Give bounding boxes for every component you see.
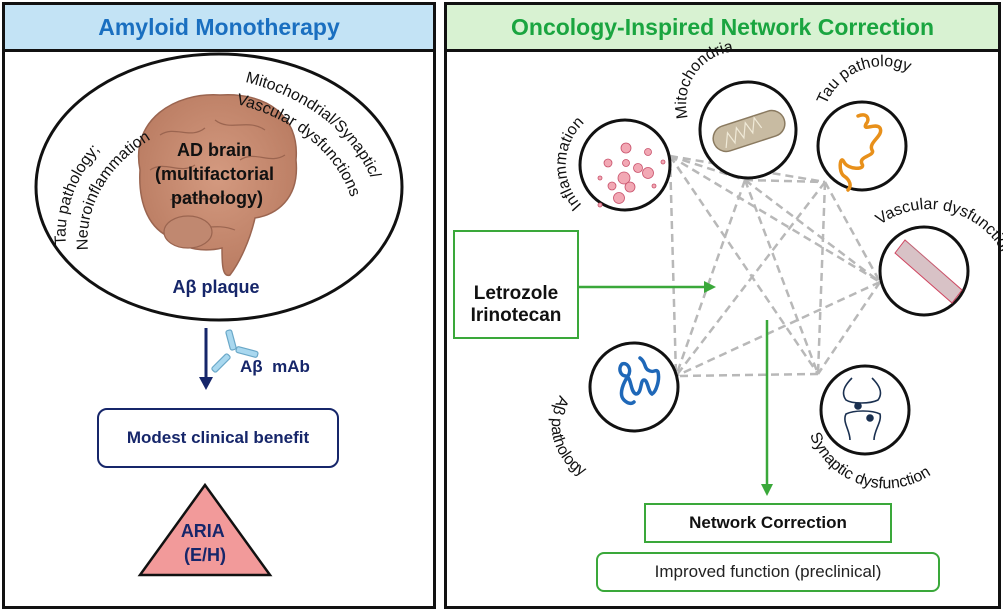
aria-triangle	[137, 482, 273, 577]
node-abeta	[588, 341, 680, 433]
network-edge	[669, 154, 881, 284]
abeta-plaque-label: Aβ plaque	[173, 277, 260, 297]
network-edge	[744, 178, 826, 184]
brain-label: AD brain (multifactorial pathology)	[155, 140, 279, 208]
synapse-icon	[842, 377, 882, 441]
abeta-protein-icon	[618, 356, 661, 406]
network-edge	[816, 281, 882, 375]
label-tau: Tau pathology	[814, 53, 913, 107]
down-arrow	[199, 328, 213, 390]
drug-to-network-arrow	[579, 281, 716, 293]
network-edge	[675, 280, 881, 378]
network-edge	[674, 179, 747, 377]
drug-box: Letrozole Irinotecan	[453, 230, 579, 339]
network-edge	[744, 179, 881, 283]
antibody-label: Aβ mAb	[240, 357, 310, 376]
node-inflammation	[578, 118, 672, 212]
mitochondria-icon	[712, 109, 786, 153]
network-to-correction-arrow	[761, 320, 773, 496]
improved-function-box: Improved function (preclinical)	[596, 552, 940, 592]
node-vascular	[878, 225, 970, 317]
aria-label: ARIA (E/H)	[181, 521, 229, 565]
network-edge	[816, 181, 827, 375]
network-edge	[823, 181, 882, 283]
tau-protein-icon	[838, 113, 883, 192]
pathology-ellipse	[34, 52, 404, 322]
drug-name-irinotecan: Irinotecan	[470, 305, 562, 326]
node-mitochondria	[698, 80, 798, 180]
network-edge	[675, 181, 826, 377]
label-abeta: Aβ pathology	[548, 393, 589, 480]
network-edge	[675, 372, 819, 378]
antibody-icon	[211, 329, 259, 373]
panel-title-network-correction: Oncology-Inspired Network Correction	[447, 5, 998, 52]
network-edge	[668, 155, 678, 377]
network-edge	[668, 155, 820, 375]
node-synaptic	[819, 364, 911, 456]
network-correction-box: Network Correction	[644, 503, 892, 543]
drug-name-letrozole: Letrozole	[473, 283, 559, 304]
panel-title-amyloid-monotherapy: Amyloid Monotherapy	[5, 5, 433, 52]
node-tau	[816, 100, 908, 192]
brain-icon	[137, 94, 298, 277]
inflammation-cells-icon	[597, 142, 666, 208]
modest-clinical-benefit-box: Modest clinical benefit	[97, 408, 339, 468]
blood-vessel-icon	[894, 239, 963, 304]
network-edge	[743, 179, 820, 375]
